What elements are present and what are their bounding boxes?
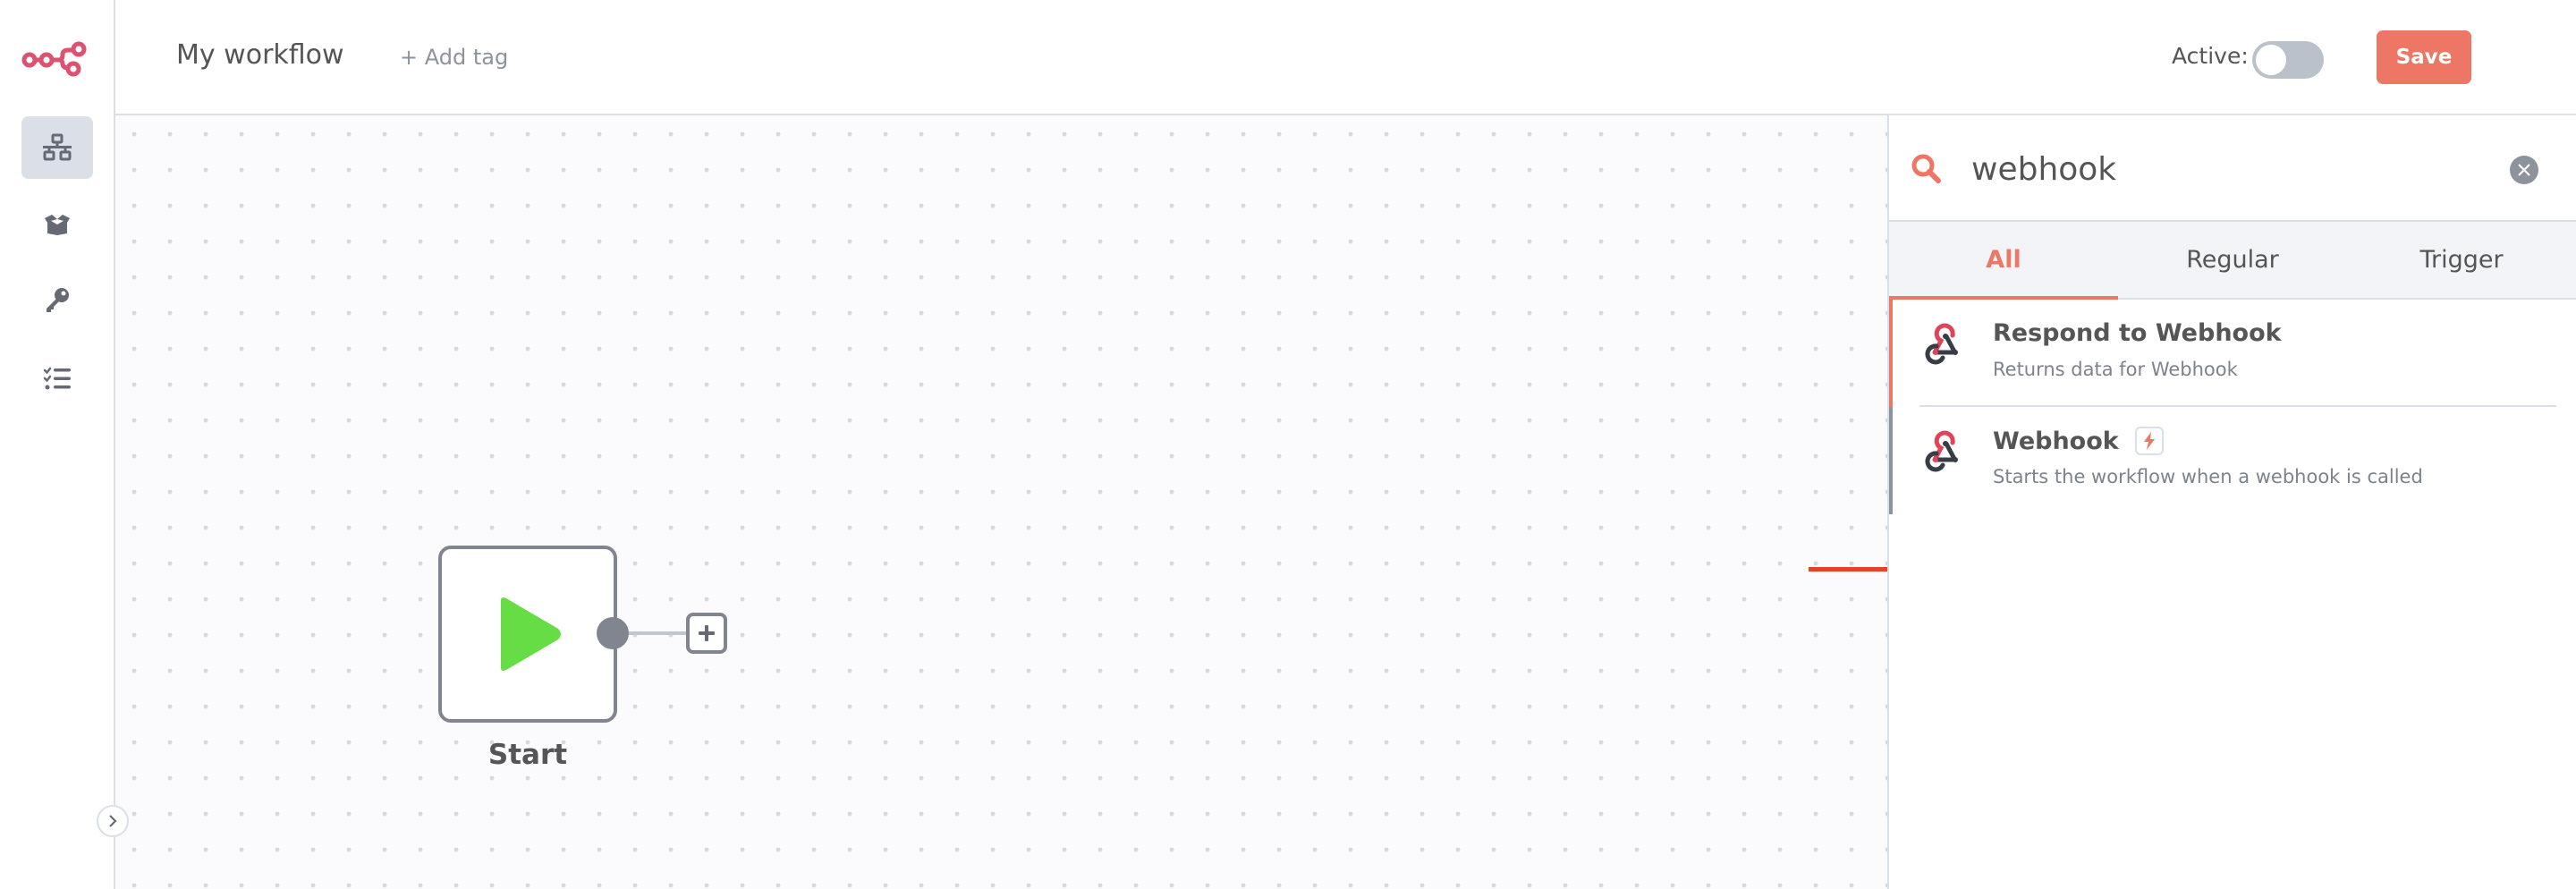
start-node[interactable] bbox=[438, 546, 617, 723]
webhook-icon bbox=[1925, 323, 1958, 365]
sidebar-expand-button[interactable] bbox=[97, 805, 129, 837]
key-icon bbox=[47, 288, 69, 312]
workflow-name[interactable]: My workflow bbox=[176, 39, 344, 71]
close-icon bbox=[2518, 164, 2530, 176]
workflow-canvas[interactable]: Start bbox=[115, 115, 1992, 889]
connector-line bbox=[629, 631, 686, 635]
sidebar-item-credentials[interactable] bbox=[21, 268, 93, 331]
sidebar bbox=[0, 0, 115, 889]
sidebar-item-executions[interactable] bbox=[21, 347, 93, 410]
add-tag-button[interactable]: + Add tag bbox=[400, 45, 509, 70]
node-creator-panel: All Regular Trigger Respond to Webhook R… bbox=[1887, 115, 2576, 889]
network-icon bbox=[43, 133, 72, 161]
toggle-knob bbox=[2256, 45, 2286, 75]
clear-search-button[interactable] bbox=[2510, 156, 2538, 184]
list-item-webhook[interactable]: Webhook Starts the workflow when a webho… bbox=[1889, 407, 2576, 514]
node-title-row: Webhook bbox=[1993, 427, 2164, 455]
sidebar-item-templates[interactable] bbox=[21, 193, 93, 256]
tab-regular[interactable]: Regular bbox=[2186, 246, 2279, 274]
node-title: Respond to Webhook bbox=[1993, 319, 2282, 347]
trigger-badge bbox=[2134, 427, 2164, 455]
list-item-respond-to-webhook[interactable]: Respond to Webhook Returns data for Webh… bbox=[1889, 300, 2576, 407]
tasks-list-icon bbox=[43, 367, 71, 390]
chevron-right-icon bbox=[109, 815, 117, 827]
node-description: Starts the workflow when a webhook is ca… bbox=[1993, 466, 2423, 487]
start-node-label: Start bbox=[487, 739, 568, 771]
node-type-tabs: All Regular Trigger bbox=[1889, 222, 2576, 300]
search-input[interactable] bbox=[1971, 142, 2472, 196]
header: My workflow + Add tag Active: Save bbox=[115, 0, 2576, 115]
add-node-button[interactable] bbox=[686, 613, 727, 654]
active-toggle[interactable] bbox=[2252, 41, 2324, 79]
bolt-icon bbox=[2143, 432, 2155, 450]
node-title: Webhook bbox=[1993, 427, 2119, 455]
tab-trigger[interactable]: Trigger bbox=[2419, 246, 2504, 274]
active-label: Active: bbox=[2172, 43, 2249, 69]
node-results-list: Respond to Webhook Returns data for Webh… bbox=[1889, 300, 2576, 514]
play-icon bbox=[501, 597, 561, 671]
n8n-logo-icon[interactable] bbox=[21, 39, 93, 77]
webhook-icon bbox=[1925, 430, 1958, 472]
save-button[interactable]: Save bbox=[2377, 30, 2471, 84]
divider bbox=[1919, 405, 2556, 407]
sidebar-item-workflows[interactable] bbox=[21, 116, 93, 179]
output-handle[interactable] bbox=[597, 617, 629, 649]
search-icon bbox=[1911, 154, 1941, 183]
tab-all[interactable]: All bbox=[1889, 222, 2118, 300]
search-bar bbox=[1889, 115, 2576, 222]
open-box-icon bbox=[45, 215, 70, 235]
node-description: Returns data for Webhook bbox=[1993, 359, 2238, 380]
plus-icon bbox=[699, 625, 715, 641]
